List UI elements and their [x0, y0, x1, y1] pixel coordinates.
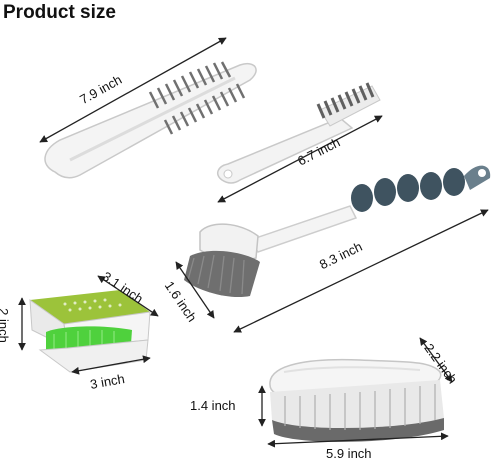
scrub-brush-height-label: 1.4 inch [190, 398, 236, 413]
page-title: Product size [3, 2, 116, 23]
dimension-arrows [18, 37, 489, 448]
u-brush [44, 61, 257, 179]
small-detail-brush [217, 82, 381, 184]
scrub-brush [269, 358, 444, 442]
knife-brush-height-label: 2 inch [0, 308, 11, 343]
scrub-brush-length-label: 5.9 inch [326, 446, 372, 461]
